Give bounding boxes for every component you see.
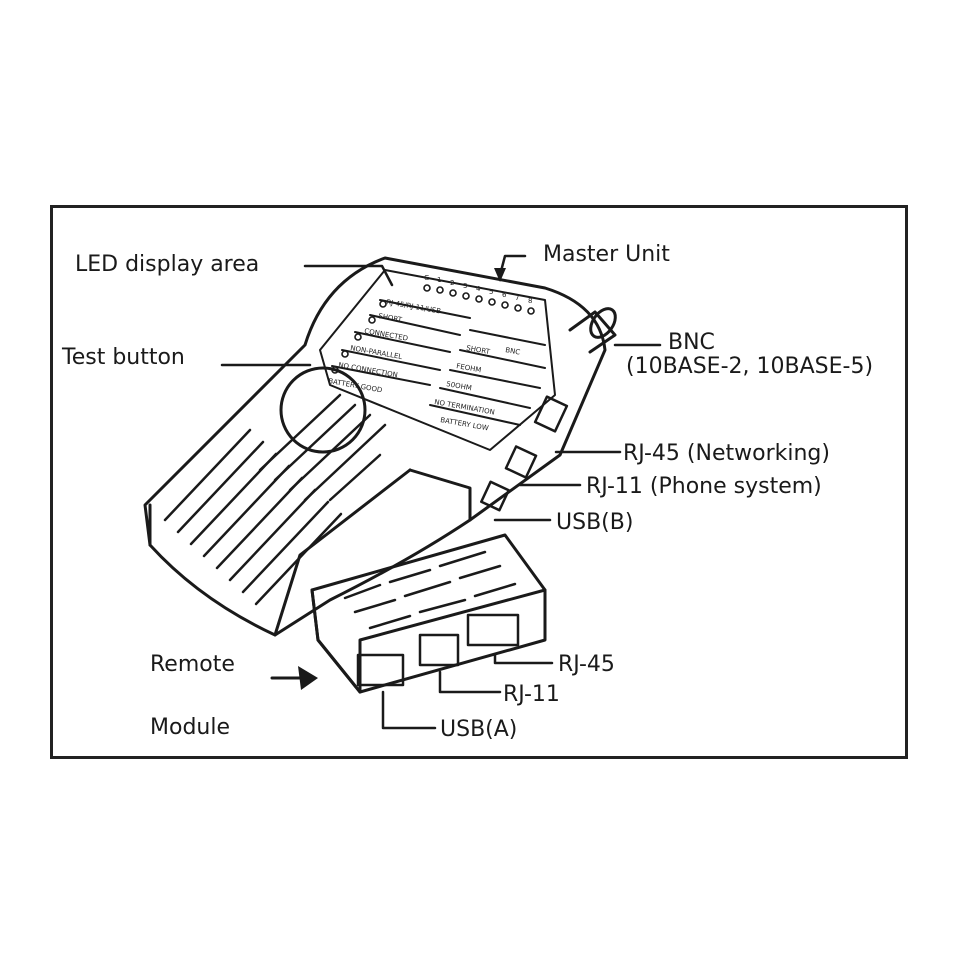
label-master-unit: Master Unit [543,242,670,267]
led-number: 8 [528,297,532,305]
panel-bnc: BNC [505,346,521,356]
remote-arrow-head [298,666,318,690]
label-usb-a: USB(A) [440,717,518,742]
led-dots [331,284,535,374]
master-unit-body [143,256,607,637]
master-arrow-head [494,268,506,282]
led-number: 7 [515,294,519,302]
led-number: 3 [463,282,467,290]
label-rj11-phone: RJ-11 (Phone system) [586,474,822,499]
led-number: G [424,274,429,282]
panel-header: RJ-45/RJ-11/USB [386,298,442,316]
bnc-connector [568,307,617,354]
panel-left-row-3: NON-PARALLEL [350,344,403,361]
label-test-button: Test button [62,345,185,370]
remote-module-body [310,533,547,694]
label-remote: Remote [150,652,235,677]
diagram-frame [50,205,908,759]
panel-left-row-5: BATTERY GOOD [328,377,383,394]
label-led-display-area: LED display area [75,252,260,277]
master-vents [163,393,387,606]
led-number: 1 [437,276,441,284]
label-module: Module [150,715,230,740]
label-bnc-standards: (10BASE-2, 10BASE-5) [626,354,874,379]
label-rj11-remote: RJ-11 [503,682,560,707]
led-number: 5 [489,288,493,296]
label-rj45-remote: RJ-45 [558,652,615,677]
panel-right-row-5: BATTERY LOW [440,416,490,432]
remote-ports [356,613,520,687]
side-ports [480,395,569,512]
led-number-row: G 1 2 3 4 5 6 7 8 [424,274,532,305]
panel-left-row-2: CONNECTED [364,327,409,343]
panel-right-row-4: NO TERMINATION [434,398,496,417]
led-panel [319,269,556,451]
test-button-circle [279,366,367,454]
led-number: 2 [450,279,454,287]
led-number: 6 [502,291,507,299]
led-number: 4 [476,285,481,293]
remote-vents [343,550,517,630]
label-usb-b: USB(B) [556,510,634,535]
label-rj45-networking: RJ-45 (Networking) [623,441,830,466]
label-bnc: BNC [668,330,715,355]
panel-left-row-1: SHORT [378,312,404,324]
